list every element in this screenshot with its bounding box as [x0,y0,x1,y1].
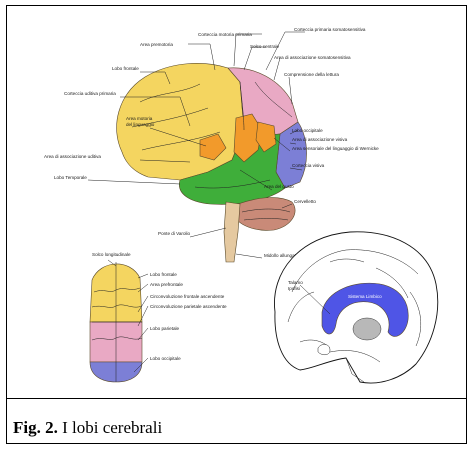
label-area-assoc-visiva: Area di associazione visiva [292,137,348,142]
pituitary [318,344,330,354]
label-lobo-temporale: Lobo Temporale [54,175,87,180]
label-top-lobo-occipitale: Lobo occipitale [150,356,181,361]
thalamus [353,318,381,340]
label-top-lobo-frontale: Lobo frontale [150,272,177,277]
label-sistema-limbico: Sistema Limbico [348,294,382,299]
label-corteccia-motoria: Corteccia motoria primaria [198,32,252,37]
label-comprensione-lettura: Comprensione della lettura [284,72,339,77]
label-area-assoc-somatosensitiva: Area di associazione somatosensitiva [274,55,351,60]
label-lobo-parietale: Lobo parietale [150,326,180,331]
figure-caption: Fig. 2. I lobi cerebrali [13,418,162,438]
label-area-motoria-linguaggio-2: del linguaggio [126,122,155,127]
label-area-gusto: Area del gusto [264,184,294,189]
brainstem [224,202,240,262]
label-solco-centrale: Solco centrale [250,44,280,49]
label-circonv-frontale: Circonvoluzione frontale ascendente [150,294,225,299]
label-ponte-varolio: Ponte di Varolio [158,231,191,236]
label-cervelletto: Cervelletto [294,199,316,204]
label-ipofisi: Ipofisi [288,286,300,291]
caption-divider [6,398,467,399]
label-talamo: Talamo [288,280,303,285]
brain-lobes-illustration: Area premotoria Corteccia motoria primar… [30,22,442,386]
label-area-assoc-uditiva: Area di associazione uditiva [44,154,101,159]
caption-prefix: Fig. 2. [13,418,58,437]
label-area-wernicke: Area sensoriale del linguaggio di Wernic… [292,146,379,151]
label-area-premotoria: Area premotoria [140,42,173,47]
lateral-brain-view [117,63,307,262]
caption-text: I lobi cerebrali [58,418,162,437]
label-corteccia-visiva: Corteccia visiva [292,163,325,168]
cerebellum [234,198,295,231]
label-circonv-parietale: Circonvoluzione parietale ascendente [150,304,227,309]
label-lobo-occipitale: Lobo occipitale [292,128,323,133]
label-area-prefrontale: Area prefrontale [150,282,183,287]
label-lobo-frontale: Lobo frontale [112,66,139,71]
medial-hemisphere-outline [274,232,437,383]
medial-brain-view [274,232,437,383]
top-brain-view [90,262,142,382]
label-corteccia-somatosensitiva: Corteccia primaria somatosensitiva [294,27,366,32]
label-area-motoria-linguaggio-1: Area motoria [126,116,153,121]
label-corteccia-uditiva: Corteccia uditiva primaria [64,91,116,96]
label-solco-longitudinale: Solco longitudinale [92,252,131,257]
